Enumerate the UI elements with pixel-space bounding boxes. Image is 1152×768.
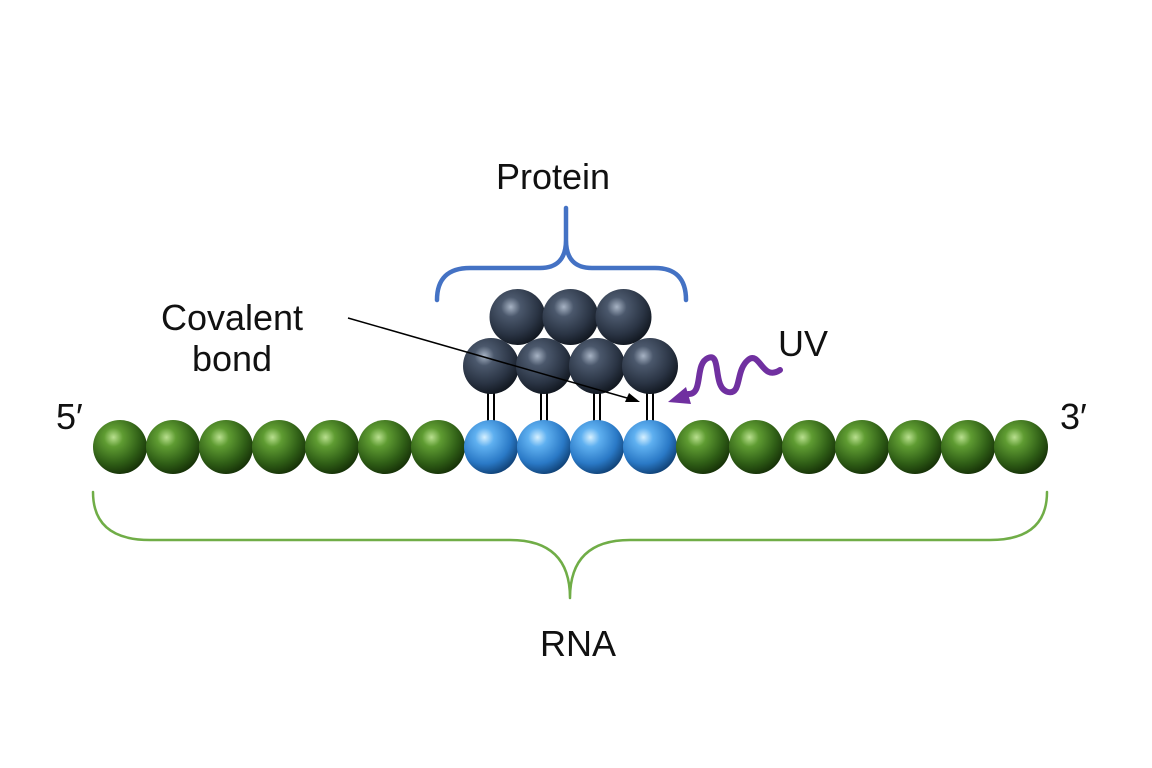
rna-bead: [358, 420, 412, 474]
protein-sphere-top: [489, 289, 546, 345]
rna-bead: [411, 420, 465, 474]
rna-bead: [676, 420, 730, 474]
covalent-bond-label: Covalent bond: [147, 297, 317, 380]
rna-bead: [146, 420, 200, 474]
rna-bead-bound: [623, 420, 677, 474]
uv-arrowhead: [668, 387, 691, 404]
rna-bracket: [91, 490, 1049, 600]
covalent-bond-pointer-line: [347, 317, 635, 401]
protein-label: Protein: [496, 156, 611, 197]
rna-bead: [888, 420, 942, 474]
rna-strand: [93, 420, 1048, 474]
protein-sphere-bottom: [516, 338, 572, 394]
covalent-bond-pointer-arrowhead: [625, 393, 640, 402]
protein-sphere-bottom: [622, 338, 678, 394]
rna-label: RNA: [540, 623, 617, 664]
protein-sphere-bottom: [569, 338, 625, 394]
rna-bead: [305, 420, 359, 474]
rna-bead: [941, 420, 995, 474]
rna-bead: [199, 420, 253, 474]
rna-bead-bound: [464, 420, 518, 474]
rna-bead: [835, 420, 889, 474]
rna-bead: [252, 420, 306, 474]
rna-bead-bound: [517, 420, 571, 474]
protein-sphere-bottom: [463, 338, 519, 394]
uv-wave: [685, 354, 783, 397]
five-prime-label: 5′: [56, 396, 83, 437]
three-prime-label: 3′: [1060, 396, 1087, 437]
rna-bead: [93, 420, 147, 474]
covalent-bond-label-line1: Covalent: [160, 297, 304, 338]
rna-bead-bound: [570, 420, 624, 474]
protein-sphere-top: [595, 289, 652, 345]
rna-bead: [729, 420, 783, 474]
protein-bracket: [434, 205, 689, 303]
covalent-bonds: [487, 392, 654, 422]
rna-bead: [782, 420, 836, 474]
covalent-bond-label-line2: bond: [191, 338, 273, 380]
rna-bead: [994, 420, 1048, 474]
protein-sphere-top: [542, 289, 599, 345]
uv-label: UV: [778, 323, 829, 364]
protein-complex: [463, 289, 678, 394]
